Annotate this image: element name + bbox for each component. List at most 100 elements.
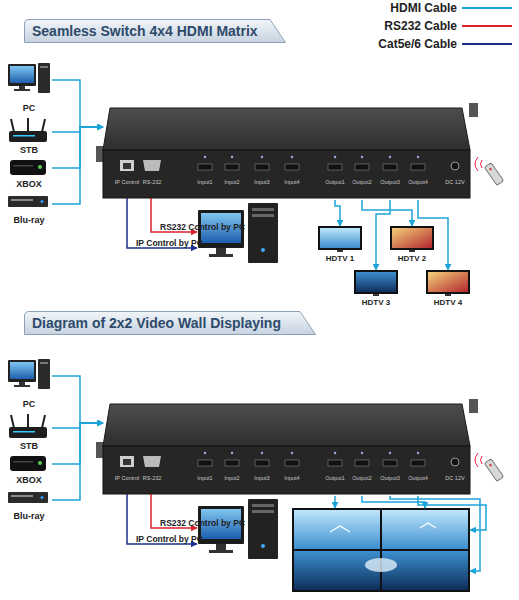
device-label: Blu-ray bbox=[0, 511, 58, 522]
device-label: STB bbox=[0, 145, 58, 156]
wave-splash bbox=[365, 558, 397, 572]
source-device: Blu-ray bbox=[6, 490, 52, 522]
port-label: Output3 bbox=[380, 475, 400, 482]
legend-text: RS232 Cable bbox=[384, 19, 457, 33]
legend-line bbox=[462, 7, 512, 9]
port-label: Input3 bbox=[254, 475, 269, 482]
source-device: PC bbox=[6, 62, 52, 114]
video-wall-frame bbox=[292, 508, 470, 592]
port-label: DC 12V bbox=[445, 179, 464, 186]
device-label: PC bbox=[0, 399, 58, 410]
port-label: DC 12V bbox=[445, 475, 464, 482]
port-label: Input1 bbox=[197, 475, 212, 482]
wall-screen bbox=[294, 551, 380, 590]
port-label: Output1 bbox=[325, 179, 345, 186]
hdmi-connector bbox=[52, 127, 103, 168]
port-label: Input2 bbox=[224, 179, 239, 186]
tv-frame bbox=[354, 270, 398, 294]
legend-text: Cat5e/6 Cable bbox=[378, 37, 457, 51]
port-label: Output1 bbox=[325, 475, 345, 482]
display-label: HDTV 2 bbox=[378, 254, 446, 264]
tv-stand bbox=[337, 250, 343, 252]
hdmi-connector bbox=[52, 127, 103, 132]
tab-outline bbox=[25, 312, 316, 335]
port-label: Output3 bbox=[380, 179, 400, 186]
hdmi-wire bbox=[362, 496, 425, 508]
display-label: HDTV 3 bbox=[342, 298, 410, 308]
port-label: Output2 bbox=[352, 179, 372, 186]
hdmi-connector bbox=[376, 200, 390, 270]
legend-line bbox=[462, 25, 512, 27]
tv-frame bbox=[318, 226, 362, 250]
wire-label: IP Control by PC bbox=[136, 238, 203, 248]
hdtv-display: HDTV 1 bbox=[312, 226, 368, 264]
port-label: Input4 bbox=[284, 179, 299, 186]
port-label: Input3 bbox=[254, 179, 269, 186]
wall-screen bbox=[382, 551, 468, 590]
device-label: Blu-ray bbox=[0, 215, 58, 226]
port-label: Input2 bbox=[224, 475, 239, 482]
port-label: IP Control bbox=[115, 179, 139, 186]
hdtv-display: HDTV 2 bbox=[384, 226, 440, 264]
hdtv-display: HDTV 3 bbox=[348, 270, 404, 308]
hdmi-connector bbox=[418, 200, 448, 270]
hdmi-connector bbox=[362, 200, 412, 226]
hdmi-wire bbox=[390, 496, 480, 571]
source-device: XBOX bbox=[6, 158, 52, 190]
display-label: HDTV 1 bbox=[306, 254, 374, 264]
section-tab: Diagram of 2x2 Video Wall Displaying bbox=[24, 311, 316, 335]
device-label: PC bbox=[0, 103, 58, 114]
section-heading: Diagram of 2x2 Video Wall Displaying bbox=[32, 311, 281, 335]
port-label: IP Control bbox=[115, 475, 139, 482]
hdmi-wire bbox=[334, 496, 336, 508]
hdmi-connector bbox=[335, 200, 340, 226]
hdmi-connector bbox=[52, 127, 103, 204]
birds bbox=[330, 523, 436, 532]
hdtv-display: HDTV 4 bbox=[420, 270, 476, 308]
hdmi-connector bbox=[52, 423, 103, 428]
hdmi-connector bbox=[52, 80, 103, 127]
tv-screen bbox=[392, 228, 432, 248]
source-device: PC bbox=[6, 358, 52, 410]
hdmi-matrix: IP ControlRS-232Input1Input2Input3Input4… bbox=[103, 108, 470, 200]
tv-frame bbox=[426, 270, 470, 294]
hdmi-matrix: IP Control RS-232 Input1 Input2 Input3 Input4… bbox=[103, 404, 470, 496]
port-label: Input4 bbox=[284, 475, 299, 482]
port-label: RS-232 bbox=[143, 179, 162, 186]
device-label: XBOX bbox=[0, 475, 58, 486]
wire-label: RS232 Control by PC bbox=[160, 222, 245, 232]
port-label: Output4 bbox=[408, 179, 428, 186]
wire-label: RS232 Control by PC bbox=[160, 518, 245, 528]
tv-screen bbox=[320, 228, 360, 248]
hdmi-connector bbox=[52, 423, 103, 464]
device-label: STB bbox=[0, 441, 58, 452]
hdmi-connector bbox=[52, 423, 103, 500]
source-device: STB bbox=[6, 412, 52, 452]
source-device: XBOX bbox=[6, 454, 52, 486]
device-label: XBOX bbox=[0, 179, 58, 190]
section-heading: Seamless Switch 4x4 HDMI Matrix bbox=[32, 19, 258, 43]
port-label: Output2 bbox=[352, 475, 372, 482]
wire-label: IP Control by PC bbox=[136, 534, 203, 544]
tv-stand bbox=[445, 294, 451, 296]
legend-line bbox=[462, 43, 512, 45]
hdmi-connector bbox=[52, 376, 103, 423]
display-label: HDTV 4 bbox=[414, 298, 482, 308]
tv-screen bbox=[428, 272, 468, 292]
tab-outline bbox=[25, 20, 286, 43]
tv-stand bbox=[409, 250, 415, 252]
source-device: Blu-ray bbox=[6, 194, 52, 226]
tv-screen bbox=[356, 272, 396, 292]
section-one-art bbox=[8, 63, 504, 263]
legend-text: HDMI Cable bbox=[390, 1, 457, 15]
hdmi-wire bbox=[418, 496, 486, 530]
tv-frame bbox=[390, 226, 434, 250]
tv-stand bbox=[373, 294, 379, 296]
port-label: RS-232 bbox=[143, 475, 162, 482]
port-label: Output4 bbox=[408, 475, 428, 482]
wall-screen bbox=[382, 510, 468, 549]
wall-screen bbox=[294, 510, 380, 549]
